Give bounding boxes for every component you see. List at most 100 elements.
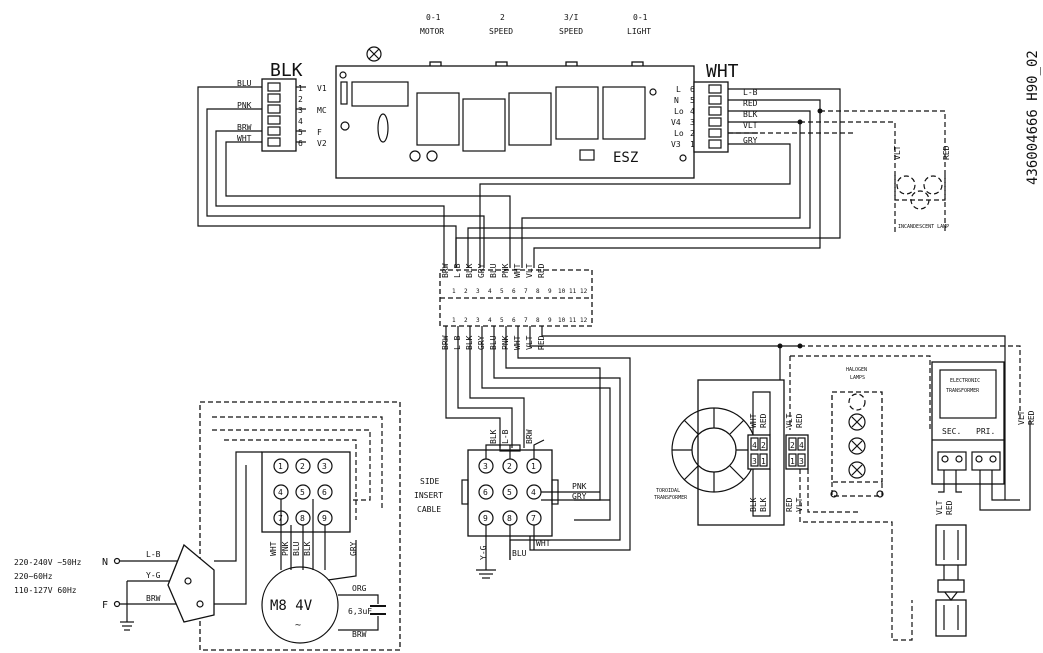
svg-text:GRY: GRY <box>572 492 587 501</box>
motor-icon <box>261 566 339 644</box>
svg-text:SIDE: SIDE <box>420 477 439 486</box>
svg-text:1: 1 <box>531 462 536 471</box>
svg-text:5: 5 <box>300 488 305 497</box>
svg-text:VLT: VLT <box>935 500 944 515</box>
svg-text:1: 1 <box>690 140 695 149</box>
svg-text:8: 8 <box>507 514 512 523</box>
svg-text:3: 3 <box>752 457 757 466</box>
svg-text:BRW: BRW <box>441 263 450 278</box>
power-supply: 220-240V ~50Hz 220~60Hz 110-127V 60Hz N … <box>14 451 262 631</box>
svg-text:RED: RED <box>942 145 951 160</box>
svg-text:2: 2 <box>790 441 795 450</box>
toroidal-transformer: TOROIDAL TRANSFORMER 4 2 3 1 2 4 1 3 WHT… <box>654 379 809 526</box>
svg-text:5: 5 <box>500 288 504 295</box>
svg-text:4: 4 <box>298 117 303 126</box>
svg-text:220-240V ~50Hz: 220-240V ~50Hz <box>14 558 82 567</box>
svg-text:6,3uF: 6,3uF <box>348 607 372 616</box>
svg-text:BRW: BRW <box>146 594 161 603</box>
svg-text:L-B: L-B <box>146 550 161 559</box>
svg-text:F: F <box>102 600 108 611</box>
svg-text:L-B: L-B <box>453 263 462 278</box>
svg-text:Lo: Lo <box>674 107 684 116</box>
svg-text:2: 2 <box>690 129 695 138</box>
svg-text:220~60Hz: 220~60Hz <box>14 572 53 581</box>
svg-text:WHT: WHT <box>237 134 252 143</box>
lower-harness-wires <box>445 326 1021 560</box>
right-connector: WHT 6 5 4 3 2 1 L N Lo V4 Lo V3 L-B RED … <box>671 61 758 153</box>
svg-text:N: N <box>102 557 108 568</box>
svg-text:110-127V 60Hz: 110-127V 60Hz <box>14 586 77 595</box>
svg-text:9: 9 <box>322 514 327 523</box>
svg-text:Y-G: Y-G <box>146 571 161 580</box>
svg-text:V3: V3 <box>671 140 681 149</box>
svg-text:INSERT: INSERT <box>414 491 443 500</box>
motor-assembly: 1 2 3 4 5 6 7 8 9 WHT PNK BLU BLK GRY M8… <box>199 401 401 651</box>
svg-text:11: 11 <box>569 317 577 324</box>
svg-text:GRY: GRY <box>477 263 486 278</box>
right-connector-title: WHT <box>706 61 739 82</box>
svg-text:VLT: VLT <box>743 121 758 130</box>
svg-text:6: 6 <box>690 85 695 94</box>
svg-text:2: 2 <box>464 288 468 295</box>
svg-text:3: 3 <box>322 462 327 471</box>
left-connector-title: BLK <box>270 60 303 81</box>
svg-text:CABLE: CABLE <box>417 505 441 514</box>
svg-text:V4: V4 <box>671 118 681 127</box>
svg-text:RED: RED <box>759 413 768 428</box>
svg-text:BLK: BLK <box>759 497 768 512</box>
svg-text:2: 2 <box>298 95 303 104</box>
svg-text:9: 9 <box>483 514 488 523</box>
svg-text:3: 3 <box>690 118 695 127</box>
motor-label: M8 4V <box>270 598 313 614</box>
svg-text:7: 7 <box>524 317 528 324</box>
document-code: 436004666 H90_02 <box>1025 50 1041 185</box>
svg-text:PNK: PNK <box>501 263 510 278</box>
svg-text:MC: MC <box>317 106 327 115</box>
svg-text:1: 1 <box>278 462 283 471</box>
svg-text:SEC.: SEC. <box>942 427 961 436</box>
svg-text:4: 4 <box>531 488 536 497</box>
svg-text:10: 10 <box>558 288 566 295</box>
svg-text:1: 1 <box>790 457 795 466</box>
svg-text:PNK: PNK <box>281 541 290 556</box>
switch-light-bottom: LIGHT <box>627 27 651 36</box>
svg-text:INCANDESCENT LAMP: INCANDESCENT LAMP <box>898 224 949 230</box>
svg-text:3: 3 <box>799 457 804 466</box>
switch-motor-top: 0-1 <box>426 13 441 22</box>
svg-text:PNK: PNK <box>237 101 252 110</box>
svg-text:VLT: VLT <box>893 145 902 160</box>
svg-text:VLT: VLT <box>1017 410 1026 425</box>
svg-text:RED: RED <box>1027 410 1036 425</box>
svg-text:6: 6 <box>298 139 303 148</box>
svg-text:F: F <box>317 128 322 137</box>
switch-speed2-top: 2 <box>500 13 505 22</box>
svg-text:ORG: ORG <box>352 584 367 593</box>
svg-text:4: 4 <box>752 441 757 450</box>
svg-text:8: 8 <box>300 514 305 523</box>
svg-text:5: 5 <box>690 96 695 105</box>
terminal-numbers-bottom: 1 2 3 4 5 6 7 8 9 10 11 12 <box>452 317 588 324</box>
svg-text:N: N <box>674 96 679 105</box>
svg-text:9: 9 <box>548 317 552 324</box>
left-connector: BLK 1 2 3 4 5 6 V1 MC F V2 BLU PNK BRW W… <box>237 60 327 152</box>
svg-text:12: 12 <box>580 317 588 324</box>
control-board: ESZ <box>335 46 695 179</box>
svg-text:4: 4 <box>488 288 492 295</box>
svg-text:VLT: VLT <box>525 263 534 278</box>
svg-text:Y-G: Y-G <box>479 545 488 560</box>
terminal-top-wire-labels: BRW L-B BLK GRY BLU PNK WHT VLT RED <box>441 263 546 278</box>
svg-text:4: 4 <box>278 488 283 497</box>
svg-text:6: 6 <box>512 288 516 295</box>
switch-speed2-bottom: SPEED <box>489 27 513 36</box>
svg-text:Lo: Lo <box>674 129 684 138</box>
svg-text:BLK: BLK <box>489 429 498 444</box>
top-harness-wires <box>197 86 946 268</box>
svg-text:8: 8 <box>536 288 540 295</box>
switch-speed3-top: 3/I <box>564 13 579 22</box>
svg-text:TOROIDAL: TOROIDAL <box>656 488 680 494</box>
incandescent-lamp: VLT RED INCANDESCENT LAMP <box>893 145 951 230</box>
svg-text:GRY: GRY <box>743 136 758 145</box>
svg-text:L-B: L-B <box>501 429 510 444</box>
svg-text:RED: RED <box>785 497 794 512</box>
